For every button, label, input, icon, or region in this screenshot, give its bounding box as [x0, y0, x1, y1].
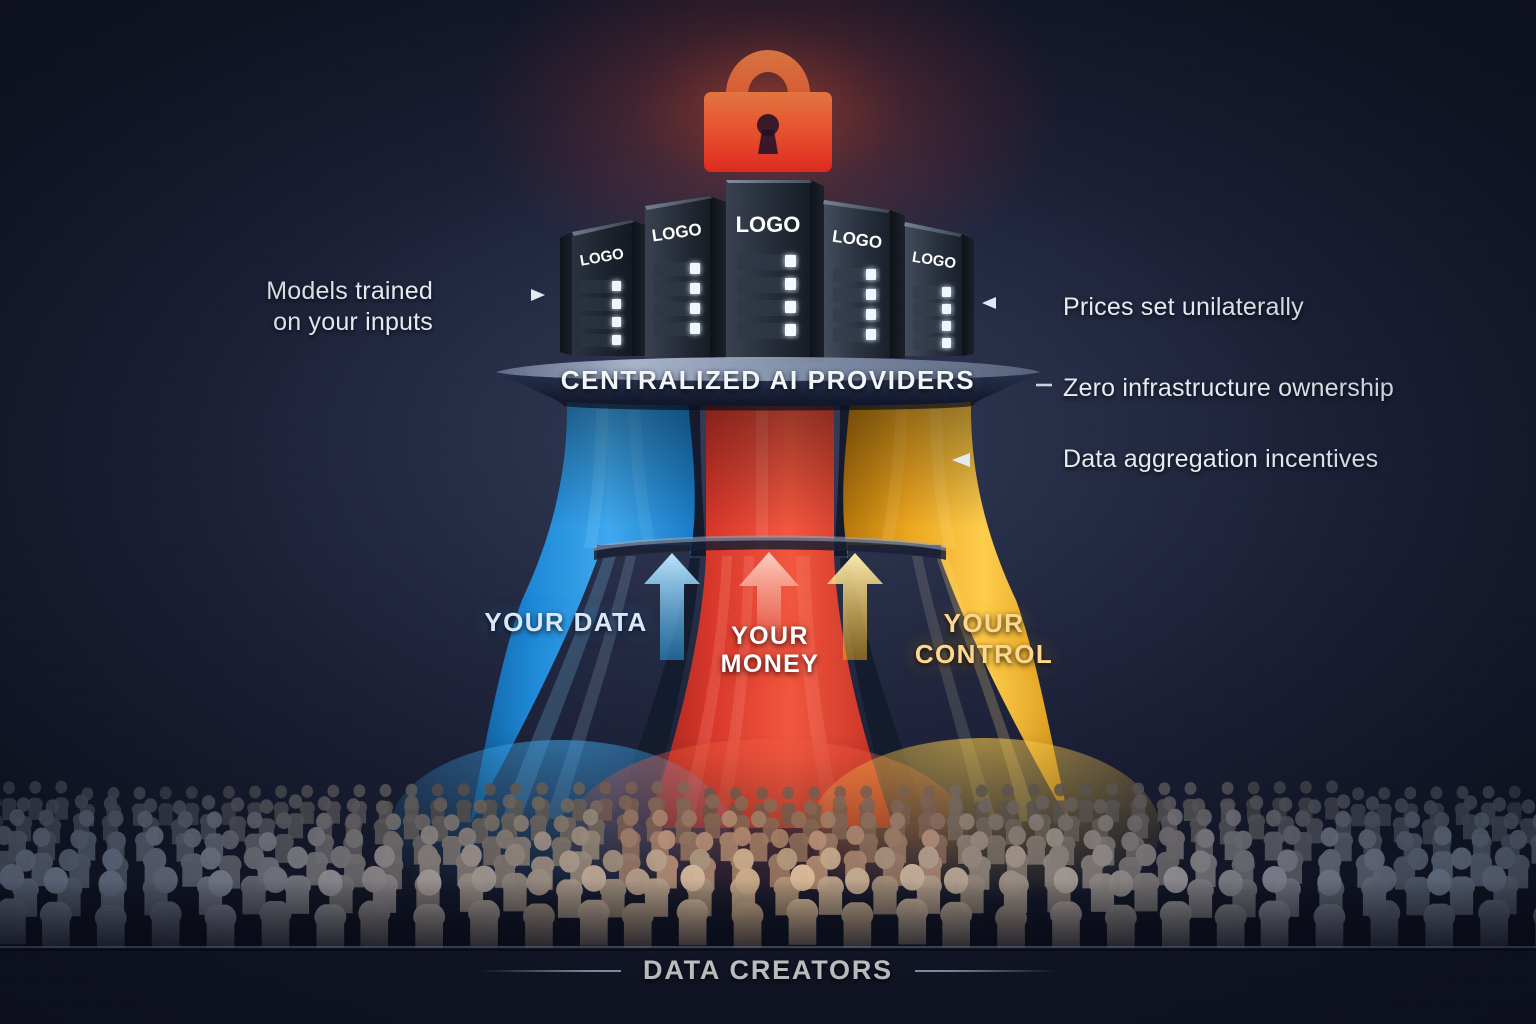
annotation-data-aggregation: Data aggregation incentives — [1063, 445, 1379, 473]
stream-label-your-money-line1: YOUR — [731, 622, 809, 650]
stream-label-your-control: YOUR CONTROL — [914, 608, 1054, 669]
platform-label: CENTRALIZED AI PROVIDERS — [560, 365, 976, 395]
leader-models-trained — [447, 289, 545, 301]
crowd-caption: DATA CREATORS — [0, 955, 1536, 986]
caption-rule-left — [479, 969, 622, 972]
annotation-models-trained: Models trained on your inputs — [266, 277, 433, 336]
leader-prices-set — [982, 297, 1052, 309]
leader-data-aggregation — [952, 453, 1052, 467]
stream-label-your-money-line2: MONEY — [720, 650, 820, 678]
stream-label-your-money: YOUR MONEY — [690, 622, 850, 678]
annotation-prices-set: Prices set unilaterally — [1063, 293, 1304, 321]
stream-label-your-data: YOUR DATA — [484, 607, 648, 637]
caption-rule-right — [914, 969, 1057, 972]
caption-text: DATA CREATORS — [643, 955, 893, 985]
